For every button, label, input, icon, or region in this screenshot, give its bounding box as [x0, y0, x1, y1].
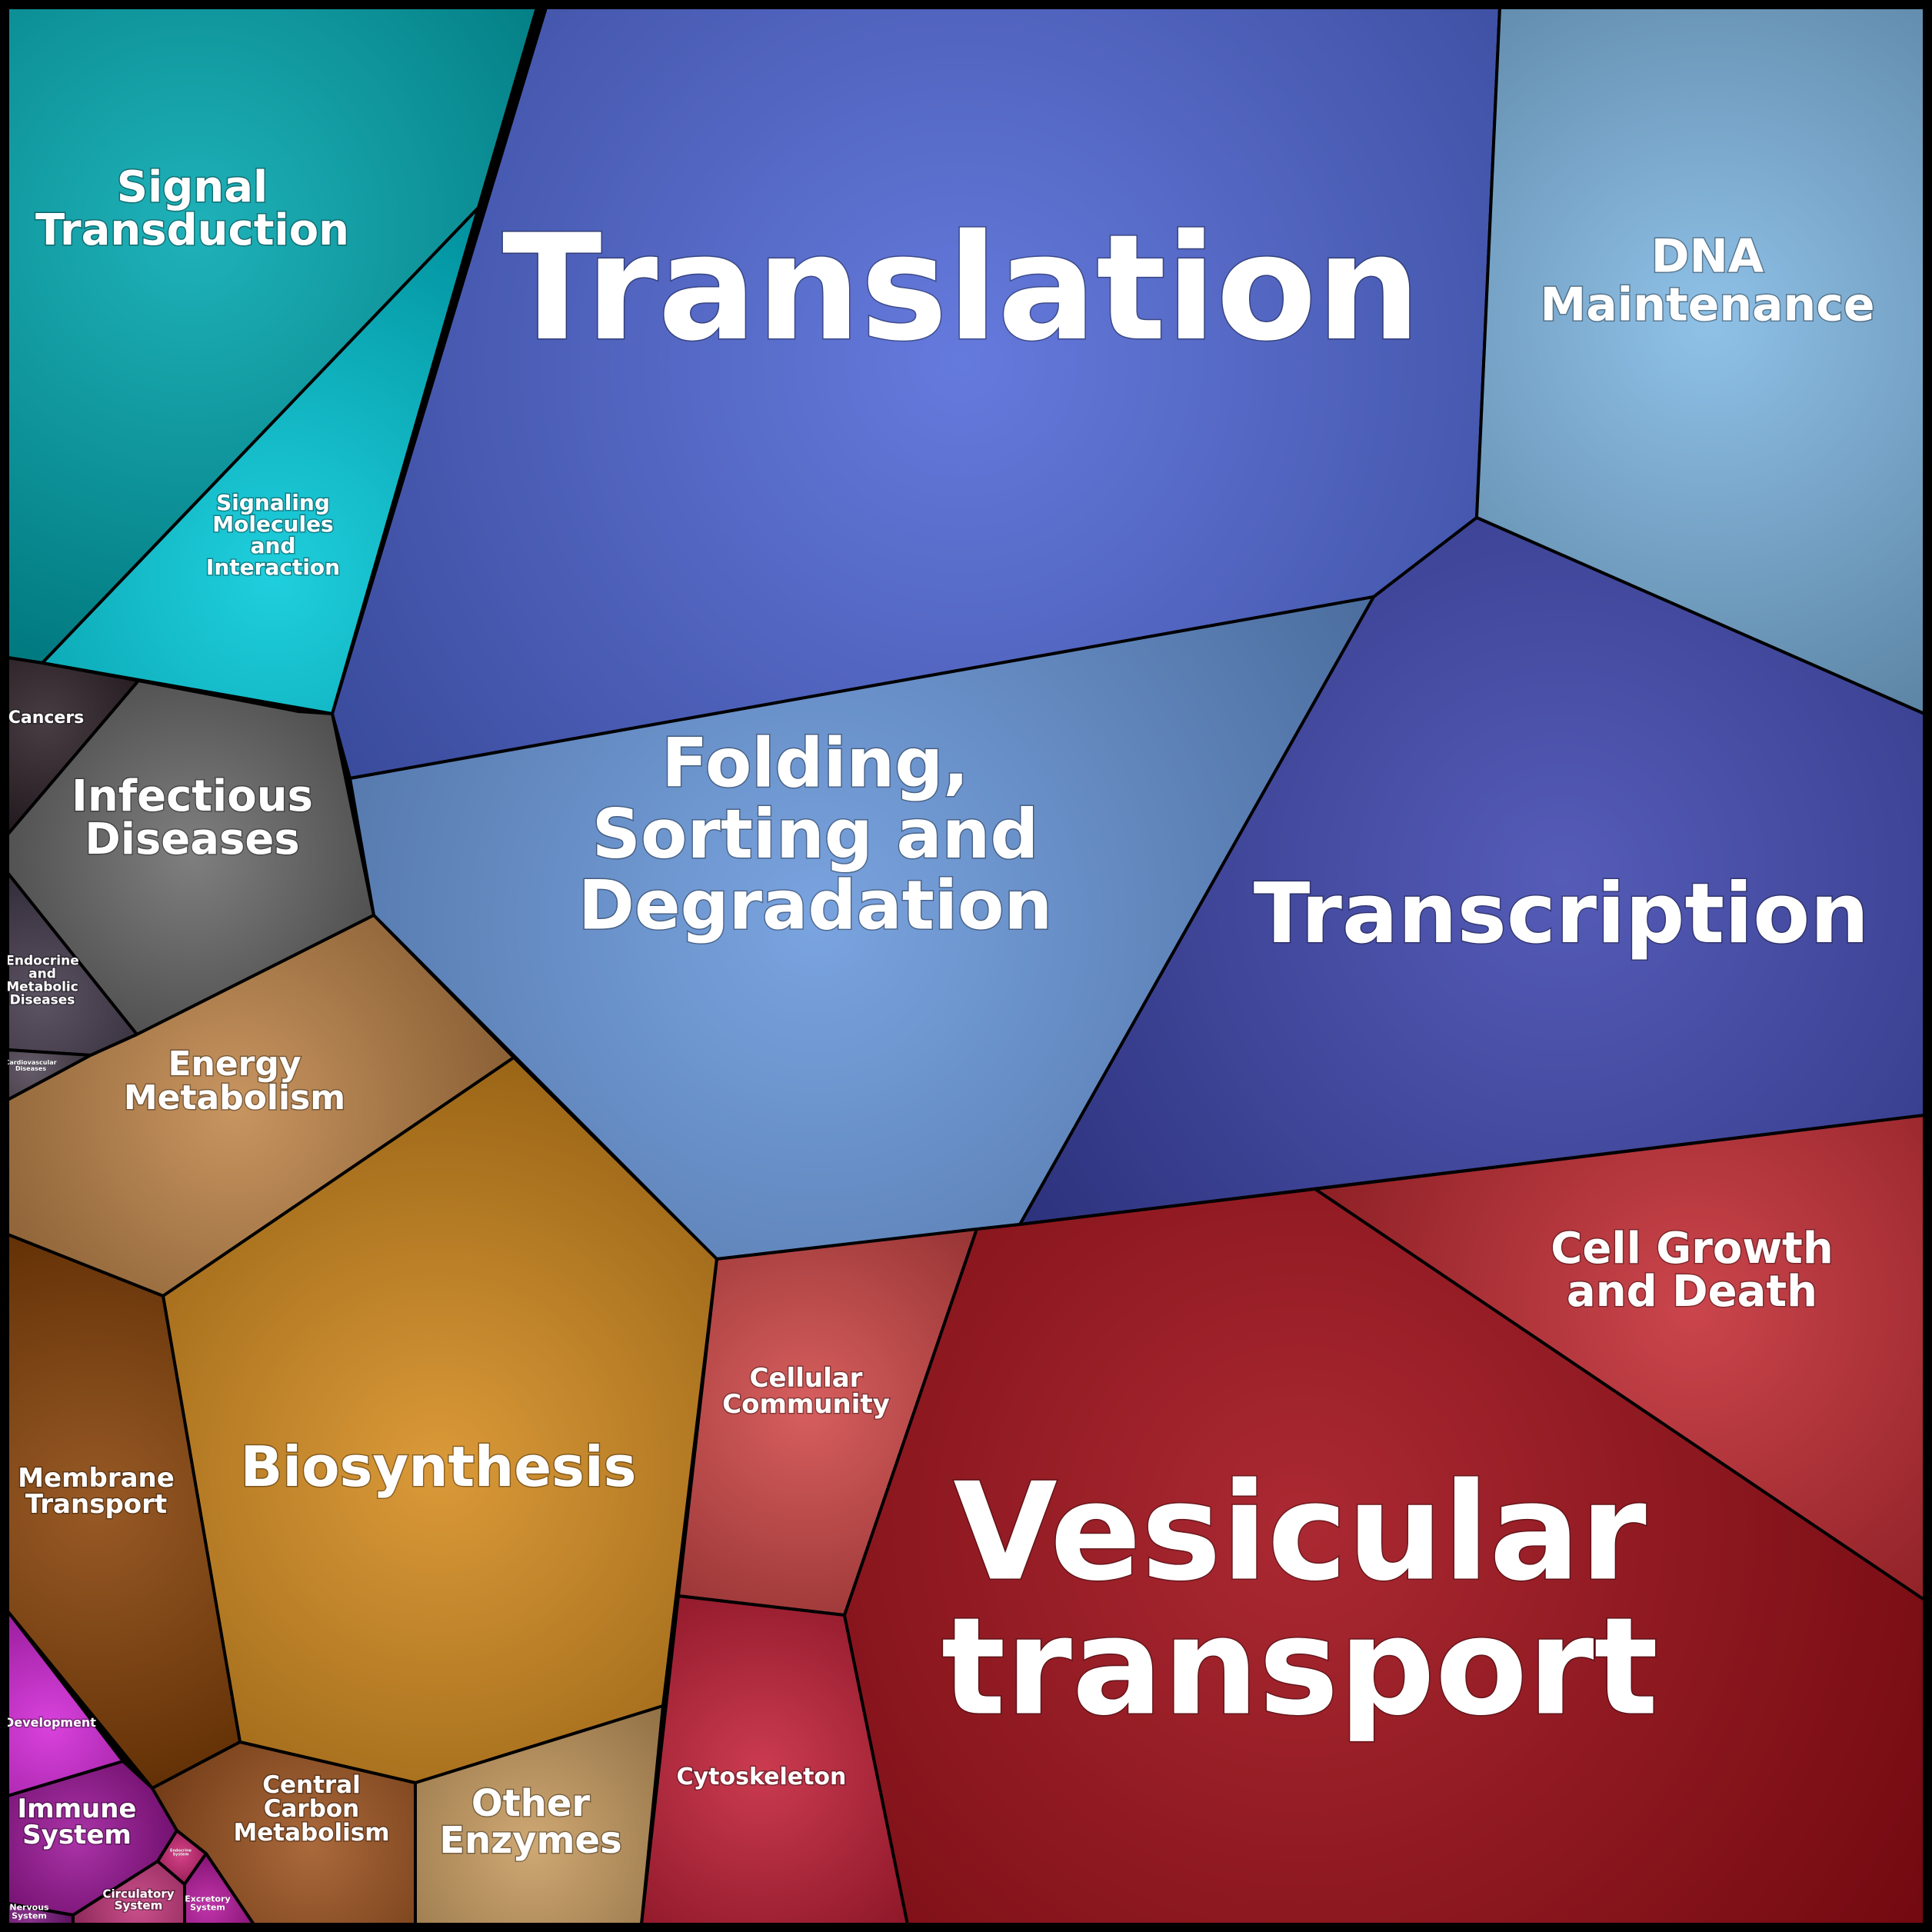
label-line: Signaling — [216, 490, 330, 515]
label-line: Transduction — [35, 205, 349, 255]
label-line: Diseases — [10, 993, 75, 1008]
cell-signaling-molecules — [41, 206, 480, 715]
label-line: and — [28, 967, 56, 982]
label-line: Biosynthesis — [241, 1434, 637, 1499]
label-cancers: Cancers — [8, 708, 85, 728]
label-line: DNA — [1651, 230, 1764, 284]
label-line: Community — [722, 1389, 890, 1420]
label-line: Central — [262, 1771, 361, 1799]
label-line: Endocrine — [170, 1849, 192, 1854]
label-line: Cytoskeleton — [677, 1764, 847, 1790]
label-line: Other — [471, 1782, 590, 1825]
label-line: Infectious — [72, 771, 313, 821]
label-line: System — [190, 1903, 225, 1913]
label-line: Cell Growth — [1551, 1224, 1833, 1274]
label-line: Immune — [18, 1794, 137, 1824]
label-line: Membrane — [18, 1463, 175, 1494]
label-line: Folding, — [661, 724, 968, 803]
label-line: Metabolism — [233, 1819, 389, 1847]
label-line: Endocrine — [5, 954, 78, 969]
label-translation: Translation — [502, 203, 1421, 373]
label-line: and Death — [1567, 1267, 1817, 1317]
label-line: Interaction — [206, 555, 340, 580]
label-line: Vesicular — [953, 1455, 1646, 1611]
label-line: Diseases — [15, 1065, 46, 1072]
label-line: System — [12, 1911, 47, 1921]
label-line: Carbon — [264, 1795, 360, 1823]
label-line: Nervous — [9, 1903, 49, 1913]
label-line: Transcription — [1254, 866, 1869, 962]
label-biosynthesis: Biosynthesis — [241, 1434, 637, 1499]
label-line: transport — [941, 1590, 1658, 1746]
label-line: System — [173, 1853, 189, 1857]
label-development: Development — [4, 1715, 96, 1730]
label-line: Sorting and — [592, 794, 1039, 874]
label-line: Diseases — [85, 814, 299, 864]
label-line: Excretory — [185, 1894, 230, 1904]
label-line: Cardiovascular — [5, 1059, 56, 1066]
label-transcription: Transcription — [1254, 866, 1869, 962]
label-cytoskeleton: Cytoskeleton — [677, 1764, 847, 1790]
label-line: Degradation — [578, 865, 1052, 944]
label-line: System — [115, 1899, 162, 1913]
label-line: Cancers — [8, 708, 85, 728]
label-line: System — [22, 1820, 132, 1850]
label-line: and — [251, 533, 296, 558]
label-line: Metabolism — [124, 1078, 345, 1118]
label-line: Transport — [25, 1489, 167, 1520]
label-line: Energy — [168, 1044, 301, 1084]
label-line: Cellular — [750, 1363, 863, 1394]
label-line: Development — [4, 1715, 96, 1730]
label-line: Circulatory — [102, 1887, 174, 1901]
label-line: Translation — [502, 203, 1421, 373]
label-line: Enzymes — [439, 1819, 621, 1862]
label-line: Molecules — [212, 511, 333, 537]
label-line: Metabolic — [6, 980, 78, 995]
label-line: Signal — [117, 162, 268, 212]
label-line: Maintenance — [1540, 278, 1874, 332]
